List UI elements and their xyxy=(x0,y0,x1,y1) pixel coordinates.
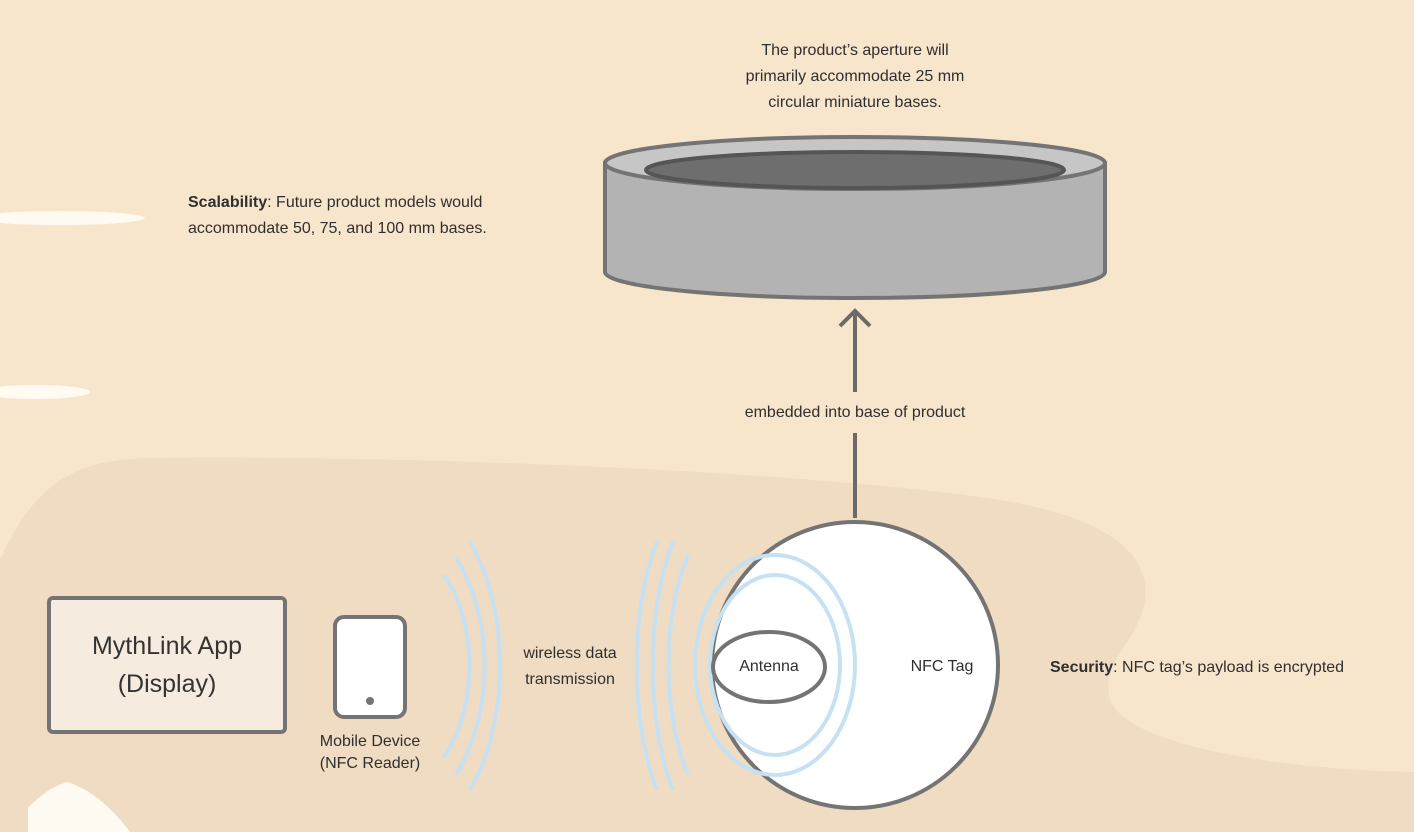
security-note: Security: NFC tag’s payload is encrypted xyxy=(1050,655,1410,681)
decorative-rock xyxy=(28,782,130,832)
aperture-note: The product’s aperture will primarily ac… xyxy=(690,38,1020,116)
wireless-line: transmission xyxy=(525,671,615,688)
product-aperture xyxy=(644,150,1066,190)
mobile-device-icon xyxy=(333,615,407,719)
security-text: : NFC tag’s payload is encrypted xyxy=(1113,659,1345,676)
app-box-title: MythLink App xyxy=(91,632,243,660)
decorative-cloud-2 xyxy=(0,385,90,399)
scalability-label: Scalability xyxy=(188,194,268,211)
nfc-tag-label: NFC Tag xyxy=(910,658,974,675)
wireless-label: wireless data transmission xyxy=(500,641,640,693)
embed-arrow xyxy=(838,308,872,518)
wireless-line: wireless data xyxy=(523,645,617,662)
mobile-device-line: (NFC Reader) xyxy=(319,755,421,772)
app-box-subtitle: (Display) xyxy=(117,670,217,698)
decorative-cloud-1 xyxy=(0,211,145,225)
security-label: Security xyxy=(1050,659,1114,676)
scalability-text: : Future product models would xyxy=(267,194,483,211)
scalability-text-line2: accommodate 50, 75, and 100 mm bases. xyxy=(188,220,487,237)
lower-band-shape xyxy=(0,457,1414,832)
antenna-label: Antenna xyxy=(739,658,799,675)
aperture-note-line: primarily accommodate 25 mm xyxy=(745,68,965,85)
aperture-note-line: circular miniature bases. xyxy=(768,94,942,111)
product-cylinder xyxy=(603,135,1107,300)
mythlink-app-box: MythLink App (Display) xyxy=(47,596,287,734)
antenna-field xyxy=(693,553,857,777)
antenna-shape xyxy=(711,630,827,704)
mobile-device-label: Mobile Device (NFC Reader) xyxy=(297,731,443,775)
reader-signal-waves xyxy=(442,540,502,791)
scalability-note: Scalability: Future product models would… xyxy=(188,190,568,242)
aperture-note-line: The product’s aperture will xyxy=(761,42,949,59)
mobile-device-line: Mobile Device xyxy=(319,733,421,750)
tag-signal-waves xyxy=(634,541,690,791)
embedded-label: embedded into base of product xyxy=(744,404,966,421)
